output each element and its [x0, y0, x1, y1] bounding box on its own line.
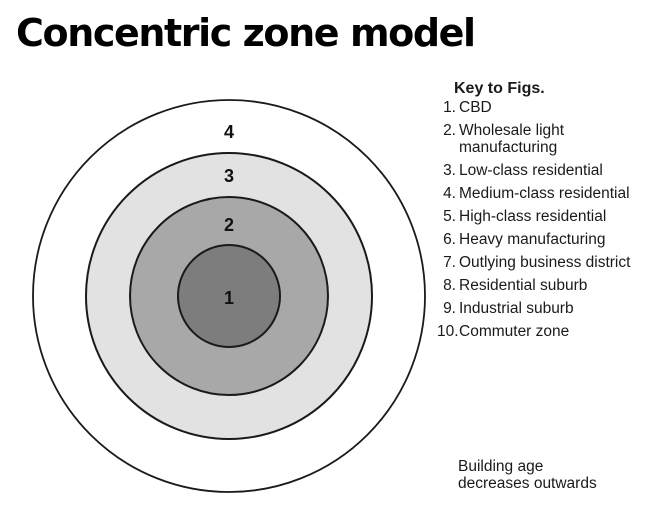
key-item-label: CBD: [459, 99, 492, 116]
key-item-number: 8.: [443, 277, 456, 294]
key-item: 6.Heavy manufacturing: [437, 231, 652, 248]
key-item-number: 9.: [443, 300, 456, 317]
key-item-label: Outlying business district: [459, 254, 631, 271]
key-item: 4.Medium-class residential: [437, 185, 652, 202]
key-item: 9.Industrial suburb: [437, 300, 652, 317]
key-item: 3.Low-class residential: [437, 162, 652, 179]
key-item-label: Commuter zone: [459, 323, 570, 340]
key-item: 1.CBD: [437, 99, 652, 116]
key-item-label: Medium-class residential: [459, 185, 630, 202]
zone-3-label: 3: [224, 166, 234, 186]
key-item: 2.Wholesale light manufacturing: [437, 122, 652, 156]
key-item-number: 7.: [443, 254, 456, 271]
key-item-label: Industrial suburb: [459, 300, 574, 317]
key-item-number: 6.: [443, 231, 456, 248]
key-item-label: High-class residential: [459, 208, 607, 225]
key-item-label: Wholesale light manufacturing: [459, 122, 565, 156]
zone-2-label: 2: [224, 215, 234, 235]
page-title: Concentric zone model: [16, 11, 476, 55]
key-item-label: Low-class residential: [459, 162, 603, 179]
key-item-number: 2.: [443, 122, 456, 139]
key-item: 8.Residential suburb: [437, 277, 652, 294]
key-item-number: 5.: [443, 208, 456, 225]
key-item: 10.Commuter zone: [437, 323, 652, 340]
key-legend: Key to Figs. 1.CBD 2.Wholesale light man…: [437, 80, 652, 346]
key-item-number: 10.: [437, 323, 459, 340]
zone-1-circle: [177, 244, 281, 348]
zone-4-label: 4: [224, 122, 234, 142]
zone-1-label: 1: [224, 288, 234, 308]
key-item-number: 1.: [443, 99, 456, 116]
key-item-number: 3.: [443, 162, 456, 179]
key-item-label: Residential suburb: [459, 277, 588, 294]
key-item: 5.High-class residential: [437, 208, 652, 225]
building-age-note: Building age decreases outwards: [458, 458, 597, 492]
key-item: 7.Outlying business district: [437, 254, 652, 271]
note-line-1: Building age: [458, 458, 544, 475]
note-line-2: decreases outwards: [458, 475, 597, 492]
key-item-number: 4.: [443, 185, 456, 202]
key-title: Key to Figs.: [454, 80, 545, 97]
key-item-label: Heavy manufacturing: [459, 231, 606, 248]
